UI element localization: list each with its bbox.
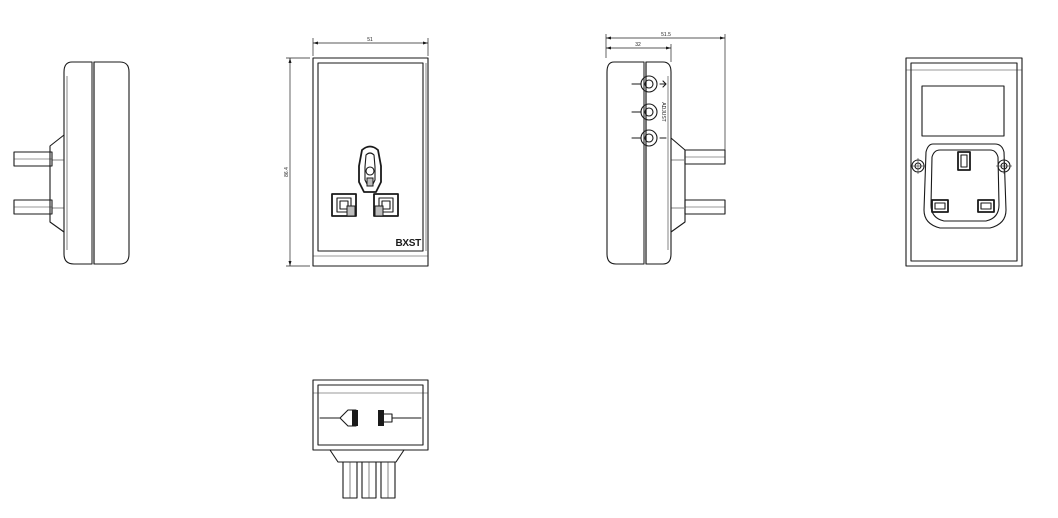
- control-button-up: [631, 75, 667, 93]
- back-view: [905, 57, 1023, 267]
- overall-depth-label: 51.5: [661, 32, 671, 38]
- neutral-pin: [977, 199, 995, 213]
- plug-pin: [13, 199, 53, 215]
- plug-pin: [361, 461, 377, 499]
- universal-socket-outlet: [331, 145, 399, 217]
- overall-depth-dimension: 51.5: [605, 32, 726, 156]
- body-depth-dimension: 32: [606, 42, 672, 62]
- adjust-label: ADJUST: [660, 102, 666, 121]
- screw-right: [996, 158, 1012, 174]
- front-view: 51 86.4: [284, 37, 429, 267]
- width-dimension: 51: [312, 37, 429, 56]
- earth-pin: [957, 151, 971, 171]
- plug-pin: [13, 151, 53, 167]
- plug-pin: [684, 149, 726, 165]
- control-button-down: [631, 129, 667, 147]
- socket-slot-left: [331, 193, 357, 217]
- height-dimension: 86.4: [284, 57, 310, 267]
- screw-left: [910, 158, 926, 174]
- plug-pin: [684, 199, 726, 215]
- height-dimension-label: 86.4: [284, 167, 290, 177]
- socket-slot-right: [373, 193, 399, 217]
- width-dimension-label: 51: [367, 37, 373, 43]
- plug-face: [923, 143, 1007, 229]
- plug-pin: [342, 461, 358, 499]
- side-view-right: 51.5 32 ADJUST: [605, 32, 726, 265]
- body-depth-label: 32: [635, 42, 641, 48]
- brand-logo: BXST: [396, 238, 422, 249]
- side-view-left: [13, 61, 130, 265]
- bottom-view: [312, 379, 429, 499]
- display-window: [921, 85, 1005, 137]
- line-pin: [931, 199, 949, 213]
- control-button-set: [631, 103, 658, 121]
- plug-pin: [380, 461, 396, 499]
